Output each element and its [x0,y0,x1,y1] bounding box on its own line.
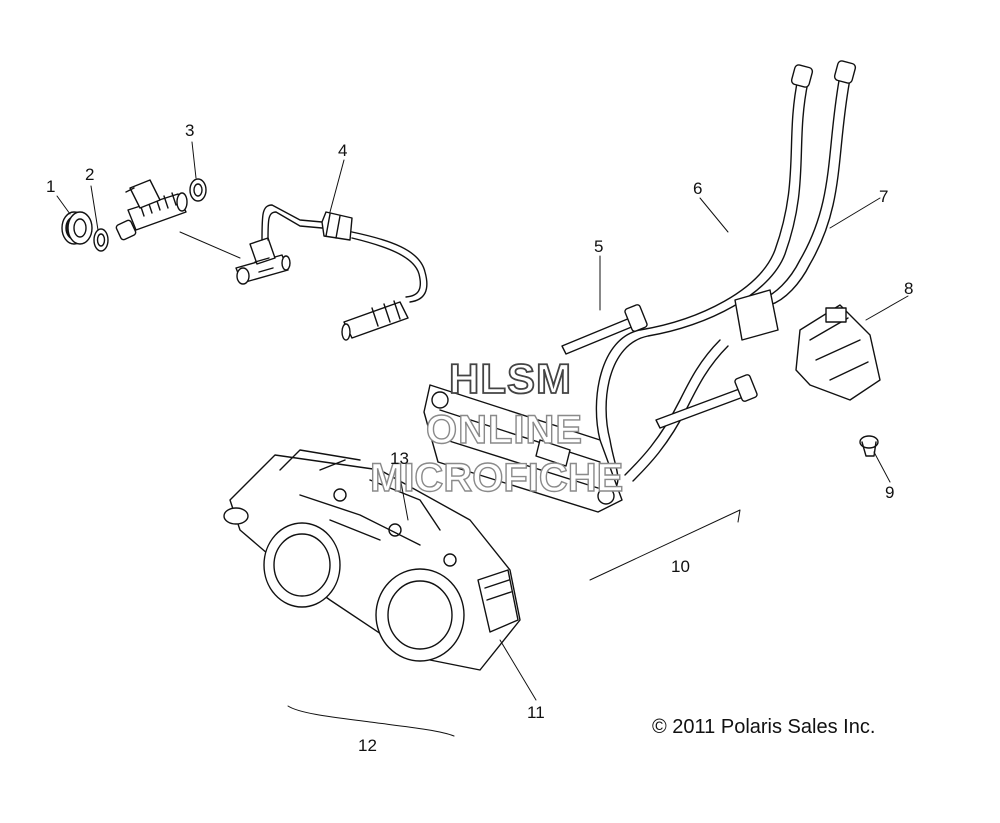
watermark-line-1: HLSM [448,355,572,402]
callout-8: 8 [904,279,914,298]
watermark-line-2: ONLINE [425,408,584,452]
part-1-seal-drawing [61,211,93,245]
fuel-injector-lower-drawing [235,237,291,285]
part-6-7-hoses-drawing [595,60,857,495]
part-3-oring-drawing [189,178,207,202]
callout-11: 11 [527,703,545,722]
part-10-fuel-rail-drawing [423,384,623,513]
callout-3: 3 [185,121,195,140]
copyright-notice: © 2011 Polaris Sales Inc. [652,716,876,738]
callout-13: 13 [390,449,409,468]
fuel-injector-upper-drawing [115,179,188,241]
callout-6: 6 [693,179,703,198]
watermark-line-3: MICROFICHE [369,456,624,500]
callout-1: 1 [46,177,56,196]
callout-10: 10 [671,557,690,576]
callout-9: 9 [885,483,895,502]
callout-5: 5 [594,237,604,256]
callout-12: 12 [358,736,377,755]
callout-7: 7 [879,187,889,206]
part-5-bolts-drawing [561,304,758,429]
part-2-oring-drawing [93,228,109,252]
part-4-harness-drawing [261,204,428,341]
part-9-screw-drawing [859,435,879,457]
callout-4: 4 [338,141,348,160]
part-8-sensor-drawing [795,304,881,401]
callout-2: 2 [85,165,95,184]
part-12-throttle-body-drawing [223,449,521,671]
leader-lines [56,141,909,737]
